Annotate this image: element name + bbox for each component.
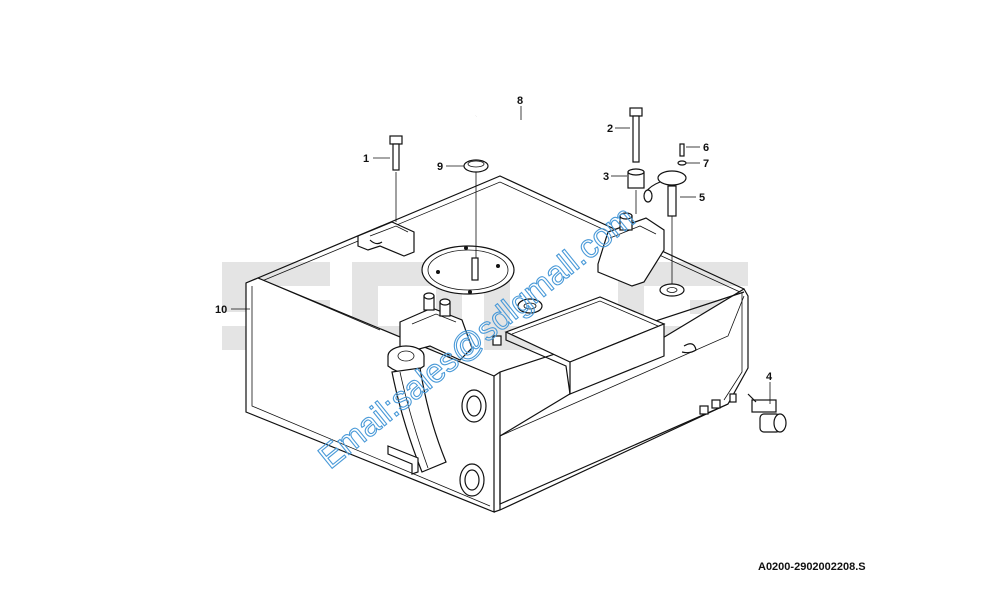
callout-1: 1 [363,153,369,165]
drain-valve-4 [747,393,787,433]
callout-8: 8 [517,95,523,107]
callout-4: 4 [766,371,773,383]
callout-7: 7 [703,158,709,170]
bolt-2 [629,107,643,163]
callout-10: 10 [215,304,227,316]
spacer-3 [627,168,645,214]
hose-8 [474,109,564,192]
clamp-9 [463,159,489,258]
leader-lines [231,106,771,404]
callout-2: 2 [607,123,613,135]
bolt-1 [389,135,403,222]
callout-3: 3 [603,171,609,183]
drawing-reference: A0200-2902002208.S [758,561,866,573]
callout-9: 9 [437,161,443,173]
callout-5: 5 [699,192,705,204]
washer-7 [677,160,687,166]
fuel-tank [245,175,749,513]
callout-6: 6 [703,142,709,154]
level-sensor-5 [643,170,687,297]
screw-6 [679,143,685,157]
